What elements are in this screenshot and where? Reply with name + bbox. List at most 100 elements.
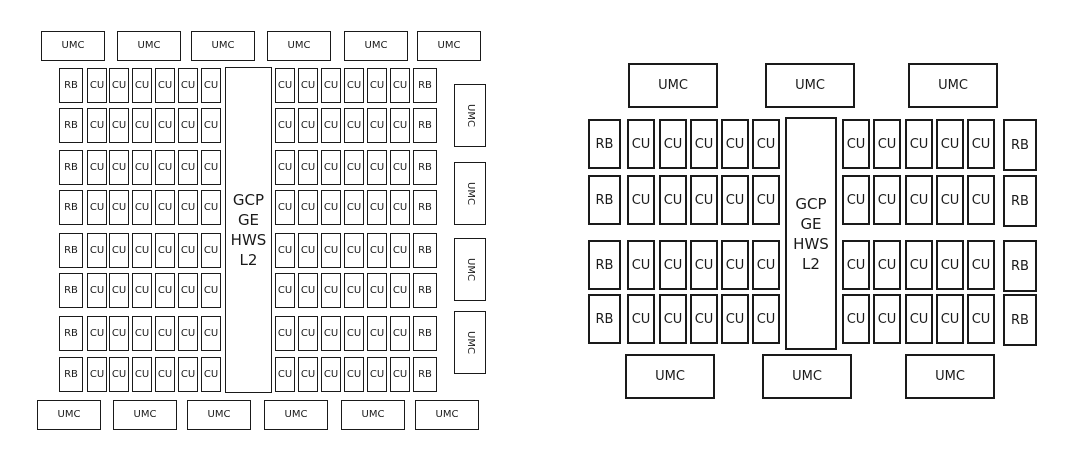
- cu-block: CU: [367, 357, 387, 392]
- cu-block: CU: [721, 240, 749, 290]
- core-label-line: HWS: [230, 231, 267, 249]
- rb-block: RB: [413, 150, 437, 185]
- umc-block: UMC: [191, 31, 255, 61]
- cu-block: CU: [178, 357, 198, 392]
- cu-block: CU: [936, 119, 964, 169]
- cu-block: CU: [842, 119, 870, 169]
- rb-block: RB: [1003, 119, 1037, 171]
- cu-block: CU: [201, 273, 221, 308]
- cu-block: CU: [344, 190, 364, 225]
- cu-block: CU: [298, 233, 318, 268]
- cu-block: CU: [321, 108, 341, 143]
- rb-block: RB: [588, 119, 621, 169]
- cu-block: CU: [275, 68, 295, 103]
- cu-block: CU: [155, 357, 175, 392]
- cu-block: CU: [659, 294, 687, 344]
- cu-block: CU: [842, 240, 870, 290]
- cu-block: CU: [936, 240, 964, 290]
- cu-block: CU: [201, 357, 221, 392]
- cu-block: CU: [873, 119, 901, 169]
- cu-block: CU: [659, 119, 687, 169]
- cu-block: CU: [178, 273, 198, 308]
- cu-block: CU: [390, 357, 410, 392]
- cu-block: CU: [298, 190, 318, 225]
- rb-block: RB: [59, 233, 83, 268]
- cu-block: CU: [627, 175, 655, 225]
- cu-block: CU: [109, 316, 129, 351]
- cu-block: CU: [132, 273, 152, 308]
- cu-block: CU: [109, 108, 129, 143]
- core-label-line: HWS: [793, 234, 829, 253]
- cu-block: CU: [367, 190, 387, 225]
- cu-block: CU: [659, 240, 687, 290]
- cu-block: CU: [201, 316, 221, 351]
- cu-block: CU: [109, 150, 129, 185]
- core-label-line: L2: [802, 254, 820, 273]
- umc-block: UMC: [454, 311, 486, 374]
- rb-block: RB: [413, 233, 437, 268]
- cu-block: CU: [321, 273, 341, 308]
- cu-block: CU: [721, 119, 749, 169]
- rb-block: RB: [59, 273, 83, 308]
- cu-block: CU: [390, 68, 410, 103]
- cu-block: CU: [201, 68, 221, 103]
- cu-block: CU: [178, 68, 198, 103]
- cu-block: CU: [201, 233, 221, 268]
- cu-block: CU: [132, 150, 152, 185]
- cu-block: CU: [109, 357, 129, 392]
- cu-block: CU: [132, 357, 152, 392]
- cu-block: CU: [690, 240, 718, 290]
- cu-block: CU: [344, 357, 364, 392]
- cu-block: CU: [321, 316, 341, 351]
- cu-block: CU: [275, 233, 295, 268]
- rb-block: RB: [1003, 175, 1037, 227]
- cu-block: CU: [344, 273, 364, 308]
- cu-block: CU: [201, 150, 221, 185]
- rb-block: RB: [59, 357, 83, 392]
- cu-block: CU: [87, 233, 107, 268]
- core-label-line: GCP: [795, 194, 827, 213]
- cu-block: CU: [178, 316, 198, 351]
- cu-block: CU: [321, 233, 341, 268]
- rb-block: RB: [588, 175, 621, 225]
- cu-block: CU: [321, 357, 341, 392]
- cu-block: CU: [390, 108, 410, 143]
- cu-block: CU: [132, 68, 152, 103]
- cu-block: CU: [344, 233, 364, 268]
- cu-block: CU: [298, 108, 318, 143]
- umc-block: UMC: [264, 400, 328, 430]
- rb-block: RB: [588, 240, 621, 290]
- cu-block: CU: [275, 150, 295, 185]
- cu-block: CU: [344, 68, 364, 103]
- cu-block: CU: [87, 108, 107, 143]
- cu-block: CU: [155, 190, 175, 225]
- core-label-line: L2: [239, 251, 258, 269]
- rb-block: RB: [1003, 294, 1037, 346]
- cu-block: CU: [905, 294, 933, 344]
- cu-block: CU: [752, 175, 780, 225]
- cu-block: CU: [344, 316, 364, 351]
- cu-block: CU: [275, 357, 295, 392]
- cu-block: CU: [298, 273, 318, 308]
- rb-block: RB: [59, 108, 83, 143]
- cu-block: CU: [155, 273, 175, 308]
- cu-block: CU: [109, 68, 129, 103]
- cu-block: CU: [321, 68, 341, 103]
- cu-block: CU: [659, 175, 687, 225]
- cu-block: CU: [178, 233, 198, 268]
- cu-block: CU: [936, 175, 964, 225]
- cu-block: CU: [275, 108, 295, 143]
- cu-block: CU: [936, 294, 964, 344]
- cu-block: CU: [627, 119, 655, 169]
- cu-block: CU: [132, 233, 152, 268]
- cu-block: CU: [155, 316, 175, 351]
- cu-block: CU: [690, 294, 718, 344]
- cu-block: CU: [752, 119, 780, 169]
- cu-block: CU: [275, 316, 295, 351]
- umc-block: UMC: [341, 400, 405, 430]
- cu-block: CU: [132, 108, 152, 143]
- cu-block: CU: [873, 240, 901, 290]
- umc-block: UMC: [187, 400, 251, 430]
